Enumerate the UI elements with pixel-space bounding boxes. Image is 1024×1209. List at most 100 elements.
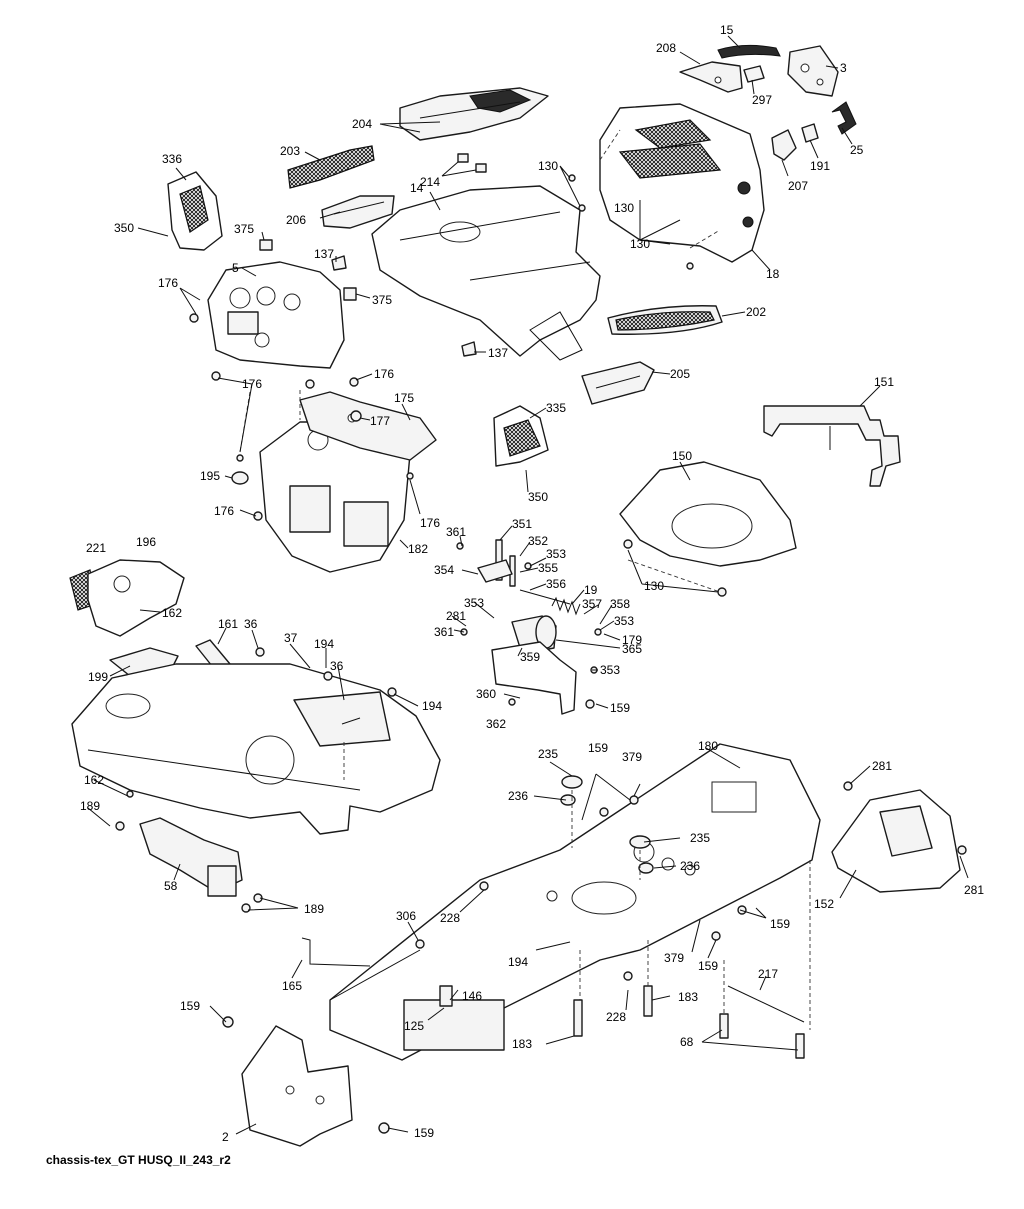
label-36-b: 36 — [330, 659, 344, 673]
label-362: 362 — [486, 717, 506, 731]
label-354: 354 — [434, 563, 454, 577]
label-194-a: 194 — [314, 637, 334, 651]
label-375-a: 375 — [234, 222, 254, 236]
part-37-fender — [71, 663, 441, 835]
part-2-front-plate — [241, 1025, 353, 1147]
label-357: 357 — [582, 597, 602, 611]
label-5: 5 — [232, 261, 239, 275]
label-58: 58 — [164, 879, 178, 893]
label-375-b: 375 — [372, 293, 392, 307]
label-204: 204 — [352, 117, 372, 131]
leader-lines — [87, 35, 969, 1135]
label-182: 182 — [408, 542, 428, 556]
label-306: 306 — [396, 909, 416, 923]
label-189-a: 189 — [80, 799, 100, 813]
label-14: 14 — [410, 181, 424, 195]
label-191: 191 — [810, 159, 830, 173]
label-202: 202 — [746, 305, 766, 319]
part-18-front-housing — [599, 103, 765, 263]
label-361-b: 361 — [434, 625, 454, 639]
label-356: 356 — [546, 577, 566, 591]
label-179: 179 — [622, 633, 642, 647]
part-356-rod — [519, 589, 571, 605]
label-365: 365 — [622, 642, 642, 656]
part-165-rod — [301, 937, 371, 967]
part-236-bushing — [560, 794, 654, 874]
label-3: 3 — [840, 61, 847, 75]
label-336: 336 — [162, 152, 182, 166]
label-195: 195 — [200, 469, 220, 483]
part-375-clip-a — [259, 239, 273, 251]
label-159-b: 159 — [588, 741, 608, 755]
part-146-clip — [439, 985, 453, 1007]
label-159-f: 159 — [414, 1126, 434, 1140]
part-336-side-panel — [167, 171, 223, 251]
label-281-c: 281 — [964, 883, 984, 897]
part-151-bracket — [763, 405, 901, 487]
part-335-side-panel — [493, 405, 549, 467]
label-161: 161 — [218, 617, 238, 631]
label-176-e: 176 — [420, 516, 440, 530]
label-162-a: 162 — [162, 606, 182, 620]
label-194-b: 194 — [422, 699, 442, 713]
label-159-a: 159 — [610, 701, 630, 715]
part-204-hood-top — [399, 87, 549, 141]
label-236-b: 236 — [680, 859, 700, 873]
label-221: 221 — [86, 541, 106, 555]
part-202-grille — [607, 305, 723, 335]
label-350-b: 350 — [528, 490, 548, 504]
label-217: 217 — [758, 967, 778, 981]
part-25-trim — [831, 101, 857, 135]
label-2: 2 — [222, 1130, 229, 1144]
part-360-bracket — [491, 641, 577, 715]
part-354-bracket — [477, 559, 513, 583]
label-165: 165 — [282, 979, 302, 993]
label-130-b: 130 — [614, 201, 634, 215]
label-353-a: 353 — [546, 547, 566, 561]
label-350-a: 350 — [114, 221, 134, 235]
part-152-seat-bracket — [831, 789, 961, 893]
label-361-a: 361 — [446, 525, 466, 539]
label-176-b: 176 — [242, 377, 262, 391]
label-353-c: 353 — [614, 614, 634, 628]
label-176-c: 176 — [374, 367, 394, 381]
part-labels: 15 208 3 297 204 25 336 203 130 191 207 … — [80, 23, 984, 1144]
label-203: 203 — [280, 144, 300, 158]
label-152: 152 — [814, 897, 834, 911]
label-150: 150 — [672, 449, 692, 463]
label-176-d: 176 — [214, 504, 234, 518]
fasteners — [115, 174, 967, 1134]
drawing-caption: chassis-tex_GT HUSQ_II_243_r2 — [46, 1153, 231, 1167]
part-58-bracket — [139, 817, 243, 897]
label-146: 146 — [462, 989, 482, 1003]
label-137-b: 137 — [488, 346, 508, 360]
label-358: 358 — [610, 597, 630, 611]
label-37: 37 — [284, 631, 298, 645]
label-214: 214 — [420, 175, 440, 189]
part-196-cover — [87, 559, 185, 637]
label-175: 175 — [394, 391, 414, 405]
label-18: 18 — [766, 267, 780, 281]
part-177-grommet — [350, 410, 362, 422]
label-335: 335 — [546, 401, 566, 415]
label-180: 180 — [698, 739, 718, 753]
label-281-a: 281 — [446, 609, 466, 623]
label-360: 360 — [476, 687, 496, 701]
label-208: 208 — [656, 41, 676, 55]
label-183-b: 183 — [512, 1037, 532, 1051]
label-355: 355 — [538, 561, 558, 575]
part-351-shaft — [495, 539, 503, 581]
part-3-panel — [787, 45, 839, 97]
part-195-plug — [231, 471, 249, 485]
label-162-b: 162 — [84, 773, 104, 787]
part-15-trim-strip — [717, 44, 781, 59]
label-36-a: 36 — [244, 617, 258, 631]
part-19-spring — [551, 596, 581, 616]
label-353-d: 353 — [600, 663, 620, 677]
label-177: 177 — [370, 414, 390, 428]
label-151: 151 — [874, 375, 894, 389]
part-217-rod — [727, 985, 805, 1023]
part-214-clips — [457, 153, 487, 173]
part-297-clip — [743, 65, 765, 83]
